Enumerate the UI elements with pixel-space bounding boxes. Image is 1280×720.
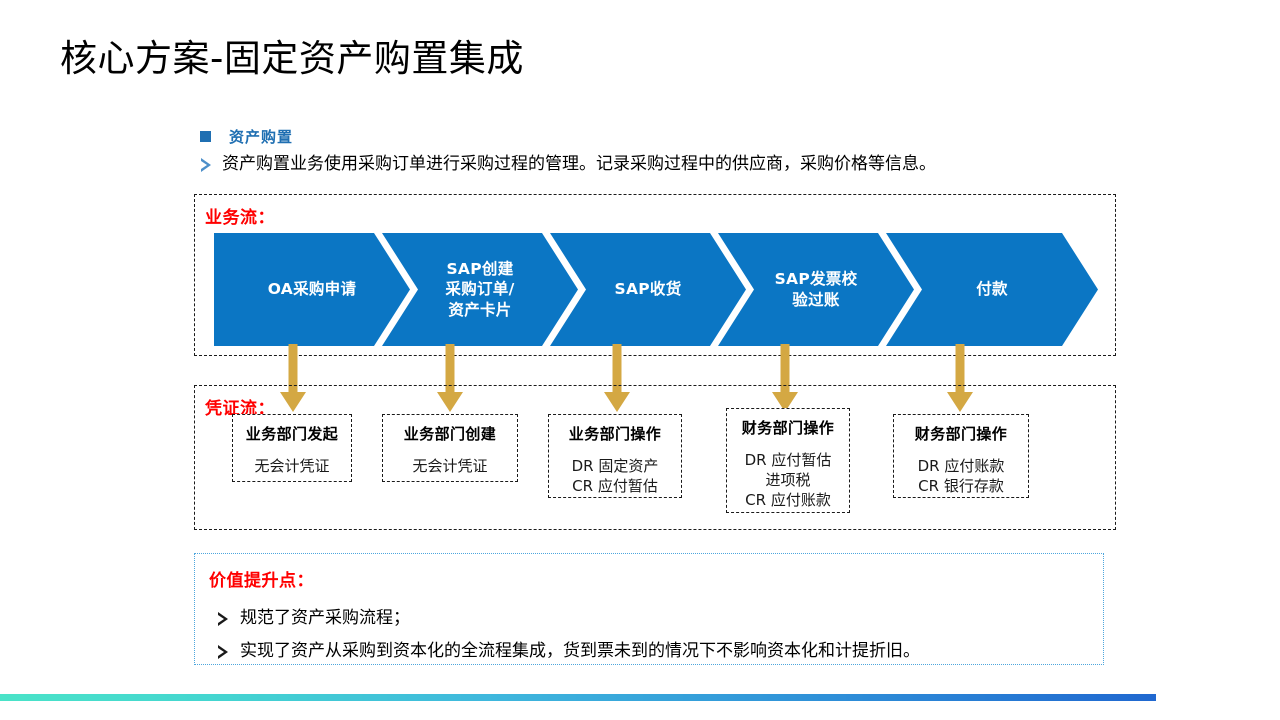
flow-step-label: 付款 bbox=[976, 280, 1008, 299]
intro-heading-row: 资产购置 bbox=[200, 126, 1140, 147]
voucher-box-4[interactable]: 财务部门操作 DR 应付暂估 进项税 CR 应付账款 bbox=[726, 408, 850, 513]
voucher-box-title: 财务部门操作 bbox=[914, 425, 1008, 443]
page-title: 核心方案-固定资产购置集成 bbox=[60, 37, 524, 80]
value-item-1: 规范了资产采购流程； bbox=[217, 608, 410, 628]
flow-step-2[interactable]: SAP创建 采购订单/ 资产卡片 bbox=[382, 233, 578, 346]
value-item-text: 规范了资产采购流程； bbox=[240, 608, 410, 628]
voucher-box-2[interactable]: 业务部门创建 无会计凭证 bbox=[382, 414, 518, 482]
voucher-box-5[interactable]: 财务部门操作 DR 应付账款 CR 银行存款 bbox=[893, 414, 1029, 498]
voucher-box-body: DR 固定资产 CR 应付暂估 bbox=[571, 457, 659, 495]
flow-step-label: SAP收货 bbox=[614, 280, 682, 299]
triangle-arrow-bullet-icon bbox=[217, 644, 230, 660]
voucher-box-body: 无会计凭证 bbox=[412, 457, 488, 475]
flow-step-4[interactable]: SAP发票校 验过账 bbox=[718, 233, 914, 346]
voucher-box-title: 业务部门操作 bbox=[568, 425, 662, 443]
voucher-box-body: DR 应付暂估 进项税 CR 应付账款 bbox=[744, 451, 832, 509]
flow-step-1[interactable]: OA采购申请 bbox=[214, 233, 410, 346]
voucher-box-title: 财务部门操作 bbox=[741, 419, 835, 437]
value-section-title: 价值提升点： bbox=[209, 571, 314, 591]
flow-step-label: SAP创建 采购订单/ 资产卡片 bbox=[445, 259, 515, 319]
triangle-arrow-bullet-icon bbox=[200, 157, 213, 173]
flow-step-5[interactable]: 付款 bbox=[886, 233, 1098, 346]
flow-step-label: OA采购申请 bbox=[267, 280, 357, 299]
intro-heading-label: 资产购置 bbox=[229, 128, 294, 146]
intro-description-text: 资产购置业务使用采购订单进行采购过程的管理。记录采购过程中的供应商，采购价格等信… bbox=[222, 154, 936, 174]
voucher-box-title: 业务部门发起 bbox=[245, 425, 339, 443]
intro-description-row: 资产购置业务使用采购订单进行采购过程的管理。记录采购过程中的供应商，采购价格等信… bbox=[200, 154, 1140, 175]
voucher-box-title: 业务部门创建 bbox=[403, 425, 497, 443]
intro-block: 资产购置 资产购置业务使用采购订单进行采购过程的管理。记录采购过程中的供应商，采… bbox=[200, 126, 1140, 175]
voucher-box-1[interactable]: 业务部门发起 无会计凭证 bbox=[232, 414, 352, 482]
flow-step-3[interactable]: SAP收货 bbox=[550, 233, 746, 346]
square-bullet-icon bbox=[200, 131, 211, 142]
value-item-2: 实现了资产从采购到资本化的全流程集成，货到票未到的情况下不影响资本化和计提折旧。 bbox=[217, 641, 920, 661]
voucher-box-body: DR 应付账款 CR 银行存款 bbox=[917, 457, 1005, 495]
business-flow-label: 业务流： bbox=[205, 208, 275, 228]
down-arrow-icon bbox=[437, 344, 463, 412]
business-flow-section: 业务流： bbox=[194, 194, 1116, 356]
down-arrow-icon bbox=[772, 344, 798, 412]
down-arrow-icon bbox=[280, 344, 306, 412]
flow-step-label: SAP发票校 验过账 bbox=[774, 270, 858, 309]
down-arrow-icon bbox=[947, 344, 973, 412]
voucher-box-3[interactable]: 业务部门操作 DR 固定资产 CR 应付暂估 bbox=[548, 414, 682, 498]
value-section: 价值提升点： 规范了资产采购流程； 实现了资产从采购到资本化的全流程集成，货到票… bbox=[194, 553, 1104, 665]
triangle-arrow-bullet-icon bbox=[217, 611, 230, 627]
voucher-box-body: 无会计凭证 bbox=[254, 457, 330, 475]
value-item-text: 实现了资产从采购到资本化的全流程集成，货到票未到的情况下不影响资本化和计提折旧。 bbox=[240, 641, 920, 661]
business-flow-chevrons: OA采购申请 SAP创建 采购订单/ 资产卡片 SAP收货 SAP发票校 验过账… bbox=[214, 233, 1098, 346]
down-arrow-icon bbox=[604, 344, 630, 412]
bottom-accent-bar bbox=[0, 694, 1156, 701]
